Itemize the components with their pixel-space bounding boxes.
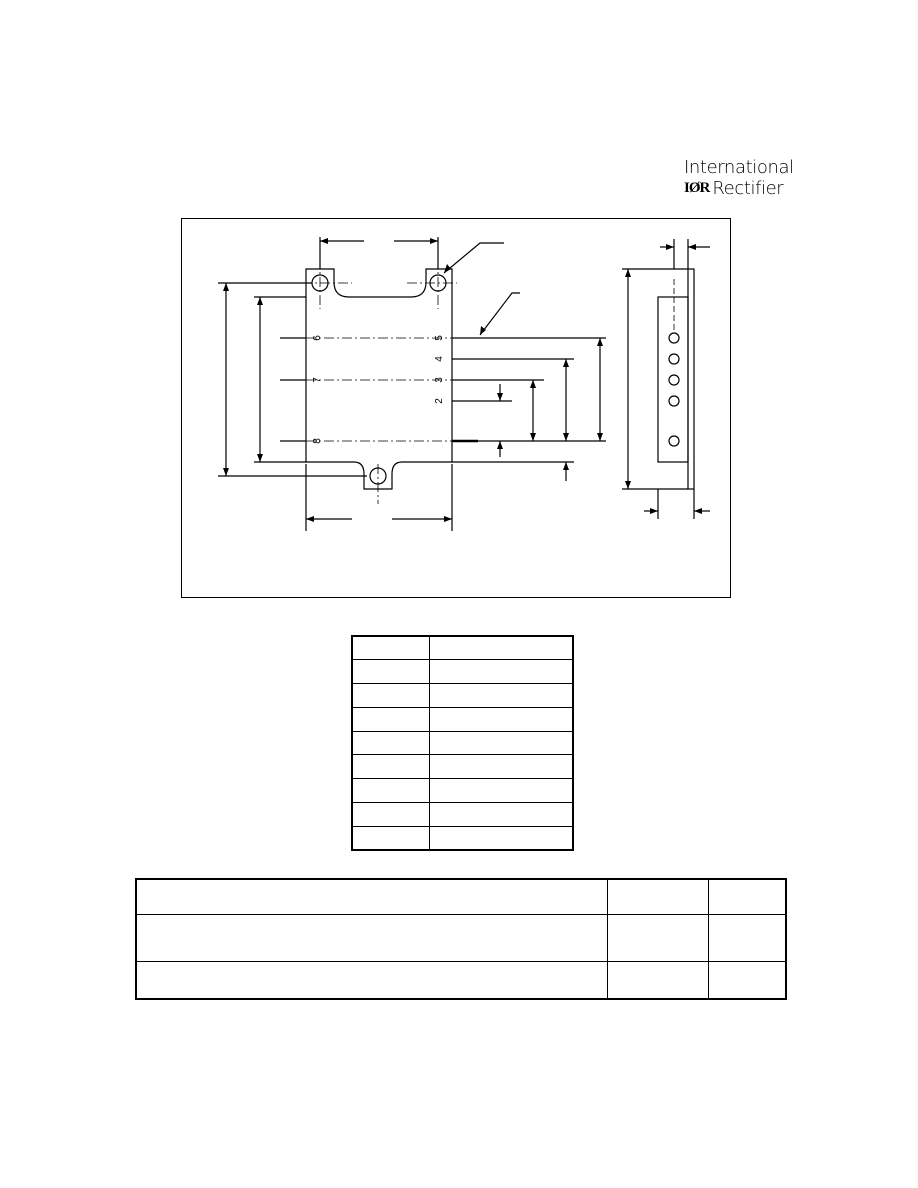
logo-line-rectifier: IØR Rectifier [684, 177, 788, 199]
table-cell [351, 683, 430, 708]
table-cell [351, 825, 430, 851]
table-cell [429, 659, 574, 685]
logo-word-rectifier: Rectifier [712, 177, 784, 199]
table-row [351, 730, 574, 756]
table-cell [135, 960, 608, 1000]
table-row [351, 683, 574, 708]
table-row [351, 659, 574, 685]
table-cell [429, 730, 574, 756]
table-cell [135, 913, 608, 962]
table-row [135, 913, 787, 962]
pin-label-8: 8 [312, 438, 323, 444]
table-row [351, 754, 574, 780]
table-row [351, 778, 574, 804]
package-body [305, 268, 453, 490]
table-cell [708, 960, 787, 1000]
table-cell [429, 635, 574, 661]
table-cell [429, 754, 574, 780]
mechanical-outline-drawing: 6 7 8 5 4 3 2 [181, 218, 731, 598]
table-cell [606, 960, 710, 1000]
table-cell [135, 878, 608, 915]
table-cell [708, 878, 787, 915]
logo-line-international: International [684, 157, 794, 178]
table-cell [351, 802, 430, 827]
table-row [135, 960, 787, 1000]
table-cell [429, 706, 574, 732]
table-cell [606, 913, 710, 962]
table-cell [708, 913, 787, 962]
table-row [351, 706, 574, 732]
table-cell [351, 659, 430, 685]
side-view-flange [687, 268, 695, 490]
table-cell [429, 825, 574, 851]
table-cell [351, 754, 430, 780]
logo-mark: IØR [684, 179, 710, 196]
table-cell [351, 730, 430, 756]
pin-label-4: 4 [434, 356, 445, 362]
table-cell [606, 878, 710, 915]
table-row [135, 878, 787, 915]
table-row [351, 825, 574, 851]
company-logo: International IØR Rectifier [684, 157, 794, 199]
specification-table [135, 878, 787, 1000]
pin-label-6: 6 [312, 335, 323, 341]
table-row [351, 802, 574, 827]
table-cell [351, 635, 430, 661]
table-cell [429, 778, 574, 804]
pin-label-3: 3 [434, 377, 445, 383]
pin-label-5: 5 [434, 335, 445, 341]
table-cell [351, 778, 430, 804]
pin-label-2: 2 [434, 398, 445, 404]
table-row [351, 635, 574, 661]
table-cell [429, 802, 574, 827]
pin-label-7: 7 [312, 377, 323, 383]
table-cell [351, 706, 430, 732]
side-view-body [657, 296, 689, 463]
package-outline-svg: 6 7 8 5 4 3 2 [218, 237, 710, 531]
table-cell [429, 683, 574, 708]
pin-designation-table [351, 635, 574, 852]
